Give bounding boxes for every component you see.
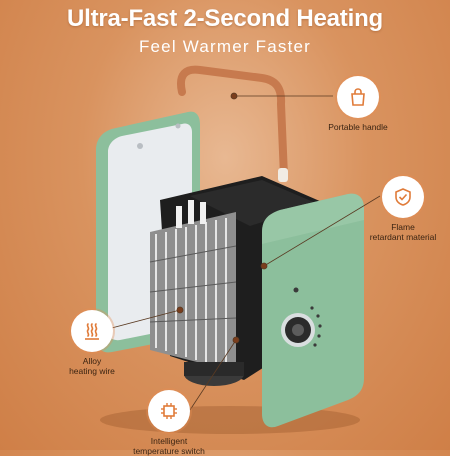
callout-label-switch-1: Intelligent	[150, 436, 188, 446]
chip-icon	[148, 390, 190, 432]
callout-label-handle: Portable handle	[328, 122, 388, 132]
callout-label-wire-1: Alloy	[82, 356, 102, 366]
shield-check-icon	[382, 176, 424, 218]
callout-portable-handle: Portable handle	[318, 76, 398, 132]
callout-label-switch-2: temperature switch	[133, 446, 205, 456]
page-title: Ultra-Fast 2-Second Heating	[67, 5, 383, 32]
portable-handle	[177, 65, 288, 180]
callout-label-wire-2: heating wire	[69, 366, 115, 377]
page-subtitle: Feel Warmer Faster	[138, 37, 312, 56]
callout-label-flame-1: Flame	[391, 222, 415, 232]
callout-temperature-switch: Intelligent temperature switch	[124, 390, 214, 456]
handle-cap	[278, 168, 288, 182]
bag-icon	[337, 76, 379, 118]
callout-heating-wire: Alloy heating wire	[60, 310, 124, 376]
temperature-knob	[281, 287, 322, 347]
heating-element	[149, 200, 237, 372]
callout-label-flame-2: retardant material	[369, 232, 437, 243]
callout-flame-retardant: Flame retardant material	[364, 176, 442, 242]
heat-waves-icon	[71, 310, 113, 352]
